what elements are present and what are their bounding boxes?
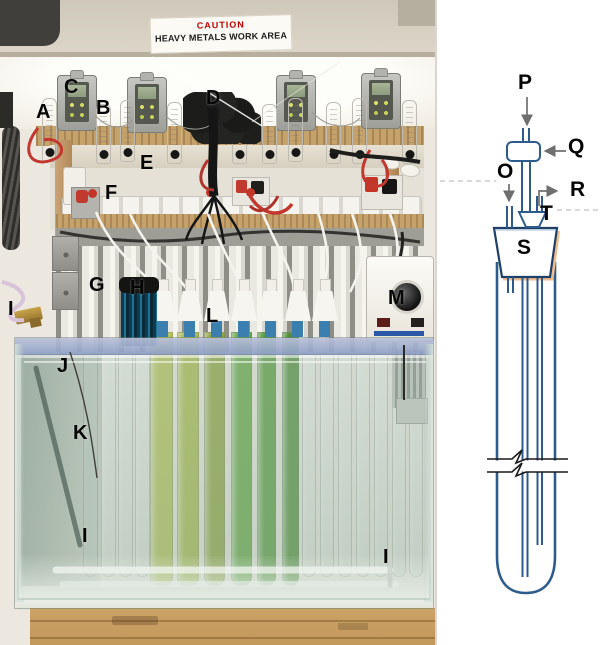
- flow-meter: [120, 100, 135, 162]
- controller-knob: [390, 280, 424, 314]
- flow-meter: [402, 100, 417, 164]
- red-plug: [365, 177, 378, 192]
- corrugated-hose: [2, 126, 20, 250]
- lamp-ballast-strip: [56, 228, 424, 248]
- timer-controller: [57, 75, 97, 131]
- light-fixture-edge: [0, 52, 437, 57]
- lumber-stamp: [338, 623, 368, 630]
- flow-meter: [288, 98, 303, 162]
- top-right-shadow: [398, 0, 437, 26]
- wood-plank-seam: [30, 620, 437, 622]
- red-valve-knob: [88, 189, 97, 198]
- junction-box: [52, 236, 79, 271]
- photo-edge-line: [435, 0, 437, 645]
- probe-bundle: [119, 277, 159, 346]
- flow-meter: [262, 104, 277, 164]
- red-plug: [76, 190, 88, 203]
- black-plug: [382, 179, 397, 194]
- lumber-stamp: [112, 616, 158, 625]
- red-valve-knob: [206, 188, 215, 197]
- flow-meter: [326, 102, 341, 164]
- caution-sign: CAUTION HEAVY METALS WORK AREA: [149, 14, 293, 54]
- heater-mount-plate: [396, 398, 428, 424]
- junction-box: [52, 272, 79, 310]
- flow-meter: [167, 102, 182, 164]
- flow-meter: [42, 98, 57, 162]
- wood-plank-seam: [30, 637, 437, 639]
- flow-meter: [96, 104, 111, 164]
- wiring-harness-cluster: [183, 92, 261, 144]
- tank-ledge: [18, 594, 432, 610]
- timer-controller: [361, 73, 401, 129]
- wood-base: [30, 608, 437, 645]
- red-valve-knob: [246, 188, 255, 197]
- controller-button: [377, 318, 390, 327]
- top-left-shadow: [0, 0, 60, 46]
- controller-button: [411, 318, 424, 327]
- red-plug: [236, 180, 247, 193]
- left-dark-box: [0, 92, 13, 128]
- flow-meter: [352, 98, 367, 164]
- controller-label-strip: [374, 331, 424, 336]
- caution-sign-subtitle: HEAVY METALS WORK AREA: [154, 30, 288, 44]
- schematic-panel: [437, 0, 600, 645]
